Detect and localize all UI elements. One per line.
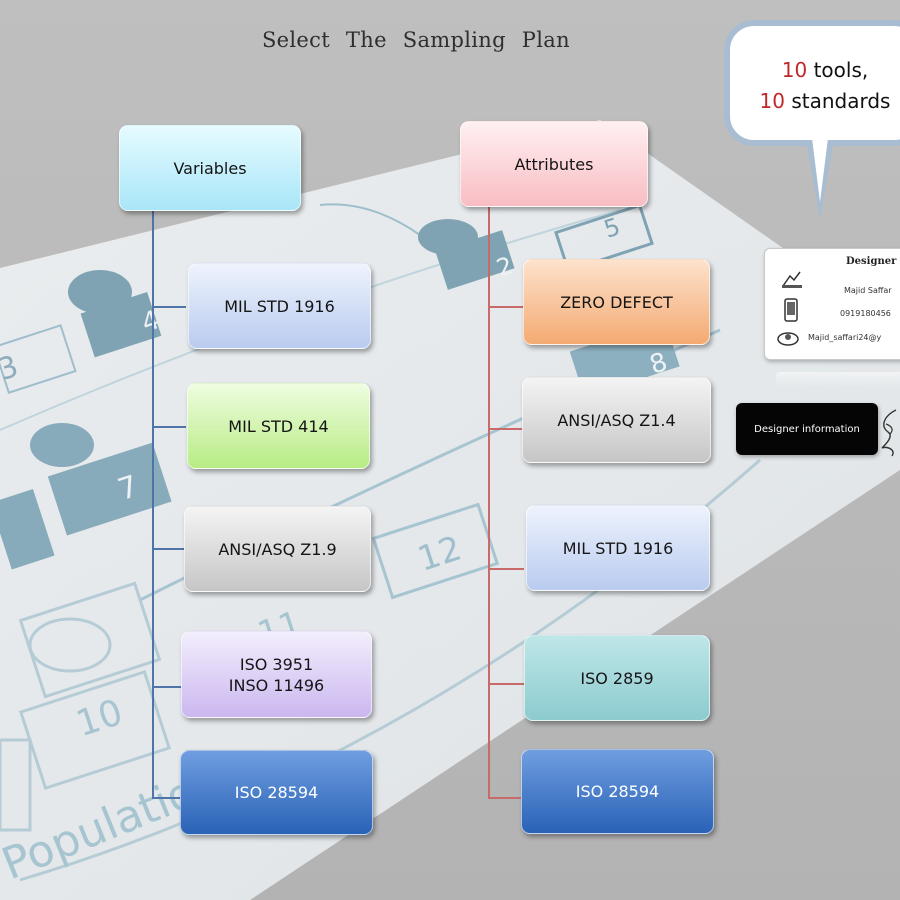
attributes-item-label: MIL STD 1916: [562, 538, 674, 558]
variables-item-label: ISO 28594: [234, 783, 319, 802]
attributes-item-label: ISO 28594: [575, 782, 660, 801]
email-icon: [777, 332, 799, 346]
variables-item-label: ANSI/ASQ Z1.9: [218, 539, 337, 559]
designer-email: Majid_saffari24@y: [808, 333, 882, 342]
card-reflection: [776, 372, 900, 388]
page-title: Select The Sampling Plan: [262, 28, 570, 52]
variables-branch: [152, 797, 186, 799]
variables-item-ansi-asq-z19[interactable]: ANSI/ASQ Z1.9: [184, 506, 371, 592]
tools-label: tools,: [807, 58, 869, 82]
tools-icon: [782, 271, 802, 288]
attributes-item-zero-defect[interactable]: ZERO DEFECT: [523, 259, 710, 345]
bubble-text: 10 tools, 10 standards: [750, 55, 900, 117]
variables-item-label: MIL STD 414: [228, 416, 329, 436]
variables-item-iso-3951[interactable]: ISO 3951 INSO 11496: [181, 631, 372, 718]
attributes-item-label: ISO 2859: [580, 668, 654, 688]
attributes-item-ansi-asq-z14[interactable]: ANSI/ASQ Z1.4: [522, 377, 711, 463]
tools-count: 10: [781, 58, 808, 82]
attributes-connector: [488, 205, 490, 798]
attributes-branch: [488, 306, 524, 308]
signature-icon: [881, 409, 897, 457]
variables-connector: [152, 208, 154, 798]
standards-label: standards: [784, 89, 891, 113]
attributes-branch: [488, 683, 524, 685]
attributes-item-iso-2859[interactable]: ISO 2859: [524, 635, 710, 721]
speech-bubble-tail-inner: [812, 138, 828, 202]
designer-information-button[interactable]: Designer information: [736, 403, 878, 455]
designer-card-title: Designer: [846, 256, 897, 267]
variables-item-label: MIL STD 1916: [224, 296, 335, 316]
variables-branch: [152, 306, 186, 308]
designer-name: Majid Saffar: [844, 286, 892, 295]
designer-card: [764, 248, 900, 360]
attributes-branch: [488, 428, 524, 430]
designer-information-label: Designer information: [754, 423, 860, 435]
variables-header-button[interactable]: Variables: [119, 125, 301, 211]
attributes-item-label: ANSI/ASQ Z1.4: [557, 410, 676, 430]
designer-phone: 0919180456: [840, 309, 891, 318]
attributes-item-mil-std-1916[interactable]: MIL STD 1916: [526, 505, 710, 591]
attributes-item-label: ZERO DEFECT: [560, 292, 673, 312]
variables-item-label: ISO 3951 INSO 11496: [228, 654, 325, 695]
attributes-item-iso-28594[interactable]: ISO 28594: [521, 749, 714, 834]
phone-icon: [784, 298, 798, 322]
speech-bubble: [724, 20, 900, 146]
variables-item-mil-std-1916[interactable]: MIL STD 1916: [188, 263, 371, 349]
attributes-header-button[interactable]: Attributes: [460, 121, 648, 207]
attributes-branch: [488, 797, 524, 799]
attributes-branch: [488, 568, 524, 570]
variables-branch: [152, 548, 186, 550]
attributes-header-label: Attributes: [514, 154, 594, 174]
variables-branch: [152, 686, 186, 688]
variables-item-iso-28594[interactable]: ISO 28594: [180, 750, 373, 835]
standards-count: 10: [759, 89, 785, 113]
variables-branch: [152, 426, 186, 428]
variables-item-mil-std-414[interactable]: MIL STD 414: [187, 383, 370, 469]
variables-header-label: Variables: [173, 158, 247, 178]
